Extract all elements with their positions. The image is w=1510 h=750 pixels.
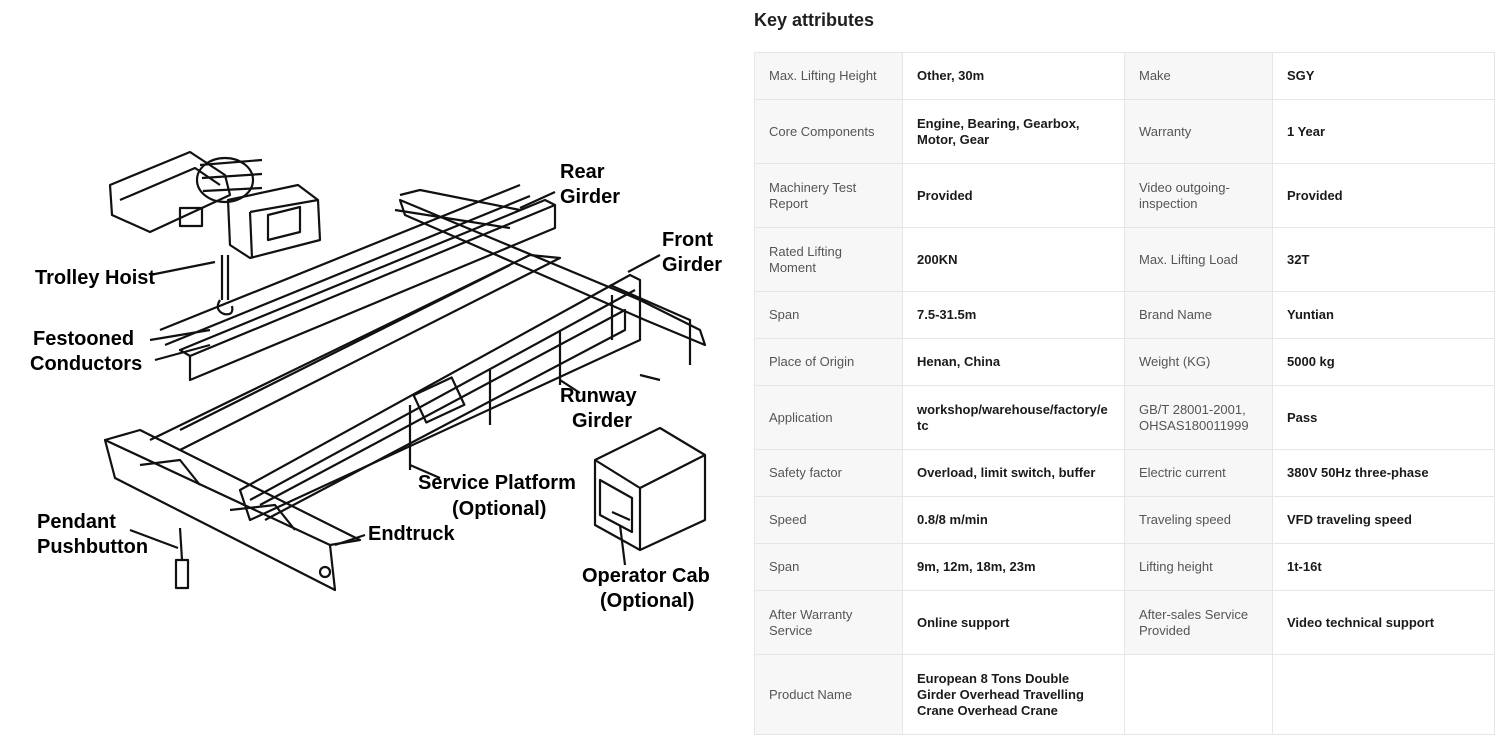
attribute-key: Weight (KG) [1124, 338, 1273, 386]
attribute-key: Video outgoing-inspection [1124, 163, 1273, 228]
label-front-girder: Girder [662, 254, 722, 276]
attribute-value: Provided [1272, 163, 1495, 228]
attribute-key: Machinery Test Report [754, 163, 903, 228]
label-runway: Runway [560, 385, 638, 407]
label-front: Front [662, 229, 713, 251]
label-pushbutton: Pushbutton [37, 536, 148, 558]
label-endtruck: Endtruck [368, 523, 456, 545]
attribute-key: Max. Lifting Height [754, 52, 903, 100]
label-service-optional: (Optional) [452, 498, 546, 520]
attribute-value: 9m, 12m, 18m, 23m [902, 543, 1125, 591]
attribute-key: Span [754, 291, 903, 339]
attribute-value: 32T [1272, 227, 1495, 292]
label-operator-cab: Operator Cab [582, 565, 710, 587]
attribute-key: Rated Lifting Moment [754, 227, 903, 292]
attribute-value: Henan, China [902, 338, 1125, 386]
attribute-value: European 8 Tons Double Girder Overhead T… [902, 654, 1125, 735]
attribute-key [1124, 654, 1273, 735]
attribute-key: Place of Origin [754, 338, 903, 386]
attribute-key: Electric current [1124, 449, 1273, 497]
attribute-value: 7.5-31.5m [902, 291, 1125, 339]
attribute-key: Product Name [754, 654, 903, 735]
crane-diagram: Trolley Hoist Festooned Conductors Rear … [0, 0, 740, 750]
attribute-value: Provided [902, 163, 1125, 228]
label-rear-girder: Girder [560, 186, 620, 208]
attribute-value: Online support [902, 590, 1125, 655]
label-service-platform: Service Platform [418, 472, 576, 494]
attribute-value: Overload, limit switch, buffer [902, 449, 1125, 497]
attribute-value: 0.8/8 m/min [902, 496, 1125, 544]
label-trolley-hoist: Trolley Hoist [35, 267, 155, 289]
attribute-value: 1t-16t [1272, 543, 1495, 591]
attribute-key: Make [1124, 52, 1273, 100]
attribute-key: Safety factor [754, 449, 903, 497]
attribute-key: Lifting height [1124, 543, 1273, 591]
attribute-key: After-sales Service Provided [1124, 590, 1273, 655]
attribute-key: Core Components [754, 99, 903, 164]
crane-illustration [103, 150, 707, 592]
attribute-value: SGY [1272, 52, 1495, 100]
attribute-value: 1 Year [1272, 99, 1495, 164]
attribute-key: GB/T 28001-2001, OHSAS180011999 [1124, 385, 1273, 450]
attribute-value: Yuntian [1272, 291, 1495, 339]
diagram-label-layer: Trolley Hoist Festooned Conductors Rear … [30, 161, 722, 612]
attribute-key: Span [754, 543, 903, 591]
attribute-key: Speed [754, 496, 903, 544]
attribute-value: Engine, Bearing, Gearbox, Motor, Gear [902, 99, 1125, 164]
attribute-key: Warranty [1124, 99, 1273, 164]
label-cab-optional: (Optional) [600, 590, 694, 612]
attribute-key: After Warranty Service [754, 590, 903, 655]
attribute-value: 200KN [902, 227, 1125, 292]
attribute-key: Max. Lifting Load [1124, 227, 1273, 292]
label-rear: Rear [560, 161, 605, 183]
attribute-value: 5000 kg [1272, 338, 1495, 386]
label-pendant: Pendant [37, 511, 116, 533]
attribute-value: Video technical support [1272, 590, 1495, 655]
attribute-value: VFD traveling speed [1272, 496, 1495, 544]
label-conductors: Conductors [30, 353, 142, 375]
attribute-value: workshop/warehouse/factory/etc [902, 385, 1125, 450]
label-festooned: Festooned [33, 328, 134, 350]
key-attributes-title: Key attributes [754, 10, 875, 30]
attribute-key: Application [754, 385, 903, 450]
attribute-key: Traveling speed [1124, 496, 1273, 544]
attribute-value: Other, 30m [902, 52, 1125, 100]
attribute-value: Pass [1272, 385, 1495, 450]
attribute-value: 380V 50Hz three-phase [1272, 449, 1495, 497]
attribute-value [1272, 654, 1495, 735]
attribute-key: Brand Name [1124, 291, 1273, 339]
label-runway-girder: Girder [572, 410, 632, 432]
